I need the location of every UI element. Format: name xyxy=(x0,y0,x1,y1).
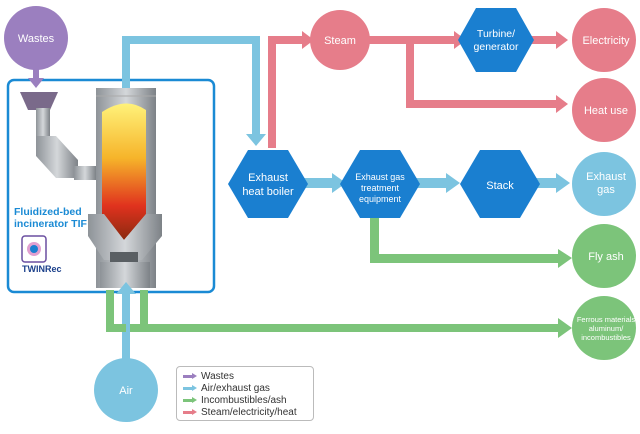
svg-text:gas: gas xyxy=(597,184,615,196)
node-exhaust-gas-treatment: Exhaust gas treatment equipment xyxy=(340,150,420,218)
flow-steam xyxy=(268,31,568,148)
node-fly-ash: Fly ash xyxy=(572,224,636,288)
svg-text:Ferrous materials: Ferrous materials xyxy=(577,315,636,324)
incinerator-label-line1: Fluidized-bed xyxy=(14,206,82,218)
incinerator-illustration xyxy=(20,88,162,288)
svg-text:generator: generator xyxy=(474,41,519,53)
svg-text:Electricity: Electricity xyxy=(582,35,630,47)
legend-item-steam: Steam/electricity/heat xyxy=(183,406,313,418)
arrow-icon xyxy=(183,372,197,380)
arrow-icon xyxy=(183,396,197,404)
svg-text:Wastes: Wastes xyxy=(18,33,55,45)
legend-item-ash: Incombustibles/ash xyxy=(183,394,313,406)
node-exhaust-gas: Exhaust gas xyxy=(572,152,636,216)
node-steam: Steam xyxy=(310,10,370,70)
legend-label: Air/exhaust gas xyxy=(201,382,270,394)
legend-item-air: Air/exhaust gas xyxy=(183,382,313,394)
arrow-icon xyxy=(183,408,197,416)
svg-text:Air: Air xyxy=(119,385,133,397)
svg-text:Exhaust: Exhaust xyxy=(586,171,626,183)
legend: Wastes Air/exhaust gas Incombustibles/as… xyxy=(176,366,314,421)
node-turbine-generator: Turbine/ generator xyxy=(458,8,534,72)
flow-wastes xyxy=(28,62,44,88)
svg-text:aluminum/: aluminum/ xyxy=(589,324,625,333)
node-electricity: Electricity xyxy=(572,8,636,72)
legend-label: Wastes xyxy=(201,370,234,382)
svg-text:Steam: Steam xyxy=(324,35,356,47)
node-air: Air xyxy=(94,358,158,422)
node-stack: Stack xyxy=(460,150,540,218)
svg-text:Exhaust gas: Exhaust gas xyxy=(355,172,405,182)
svg-text:Exhaust: Exhaust xyxy=(248,172,288,184)
flow-incombustibles xyxy=(106,210,572,338)
incinerator-label-line2: incinerator TIF xyxy=(14,218,87,230)
legend-label: Steam/electricity/heat xyxy=(201,406,297,418)
arrow-icon xyxy=(183,384,197,392)
svg-text:Stack: Stack xyxy=(486,180,514,192)
legend-item-wastes: Wastes xyxy=(183,370,313,382)
svg-text:treatment: treatment xyxy=(361,183,400,193)
logo-text: TWINRec xyxy=(22,264,62,274)
svg-text:Turbine/: Turbine/ xyxy=(477,28,515,40)
svg-text:Heat use: Heat use xyxy=(584,105,628,117)
svg-text:Fly ash: Fly ash xyxy=(588,251,623,263)
node-ferrous: Ferrous materials aluminum/ incombustibl… xyxy=(572,296,636,360)
svg-text:incombustibles: incombustibles xyxy=(581,333,631,342)
twinrec-logo: TWINRec xyxy=(21,235,62,274)
svg-text:equipment: equipment xyxy=(359,194,402,204)
node-wastes: Wastes xyxy=(4,6,68,70)
node-exhaust-heat-boiler: Exhaust heat boiler xyxy=(228,150,308,218)
incinerator-label: Fluidized-bed incinerator TIF xyxy=(14,206,87,230)
node-heat-use: Heat use xyxy=(572,78,636,142)
svg-text:heat boiler: heat boiler xyxy=(242,186,294,198)
legend-label: Incombustibles/ash xyxy=(201,394,287,406)
